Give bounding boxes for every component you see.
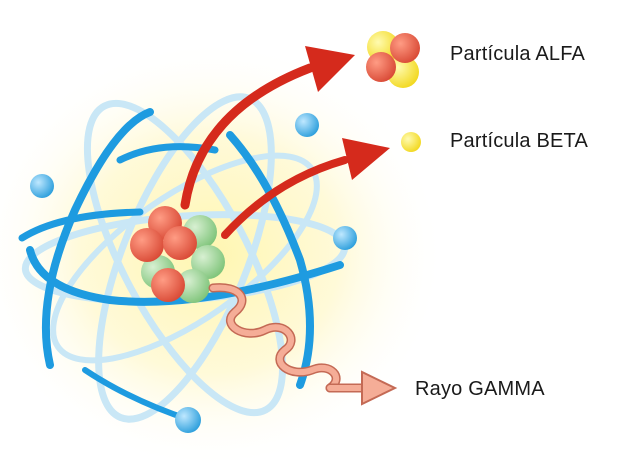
electron-2 [295, 113, 319, 137]
orbit-dark-4 [226, 131, 314, 389]
proton [163, 226, 197, 260]
electron-3 [333, 226, 357, 250]
orbit-dark-3 [41, 108, 154, 369]
alpha-arrow [180, 46, 355, 210]
alpha-particle-label: Partícula ALFA [450, 43, 586, 65]
gamma-ray [208, 283, 398, 406]
orbit-light-3 [83, 99, 287, 417]
electron-1 [30, 174, 54, 198]
beta-particle [401, 132, 421, 152]
neutron [176, 269, 210, 303]
proton [151, 268, 185, 302]
proton [130, 228, 164, 262]
beta-particle-label: Partícula BETA [450, 130, 589, 152]
gamma-ray-label: Rayo GAMMA [415, 378, 545, 400]
orbit-dark-1 [26, 246, 344, 306]
beta-arrow [221, 138, 390, 239]
alpha-particle [366, 31, 420, 88]
electrons [30, 113, 357, 433]
electron-4 [175, 407, 201, 433]
nucleus [130, 206, 225, 303]
